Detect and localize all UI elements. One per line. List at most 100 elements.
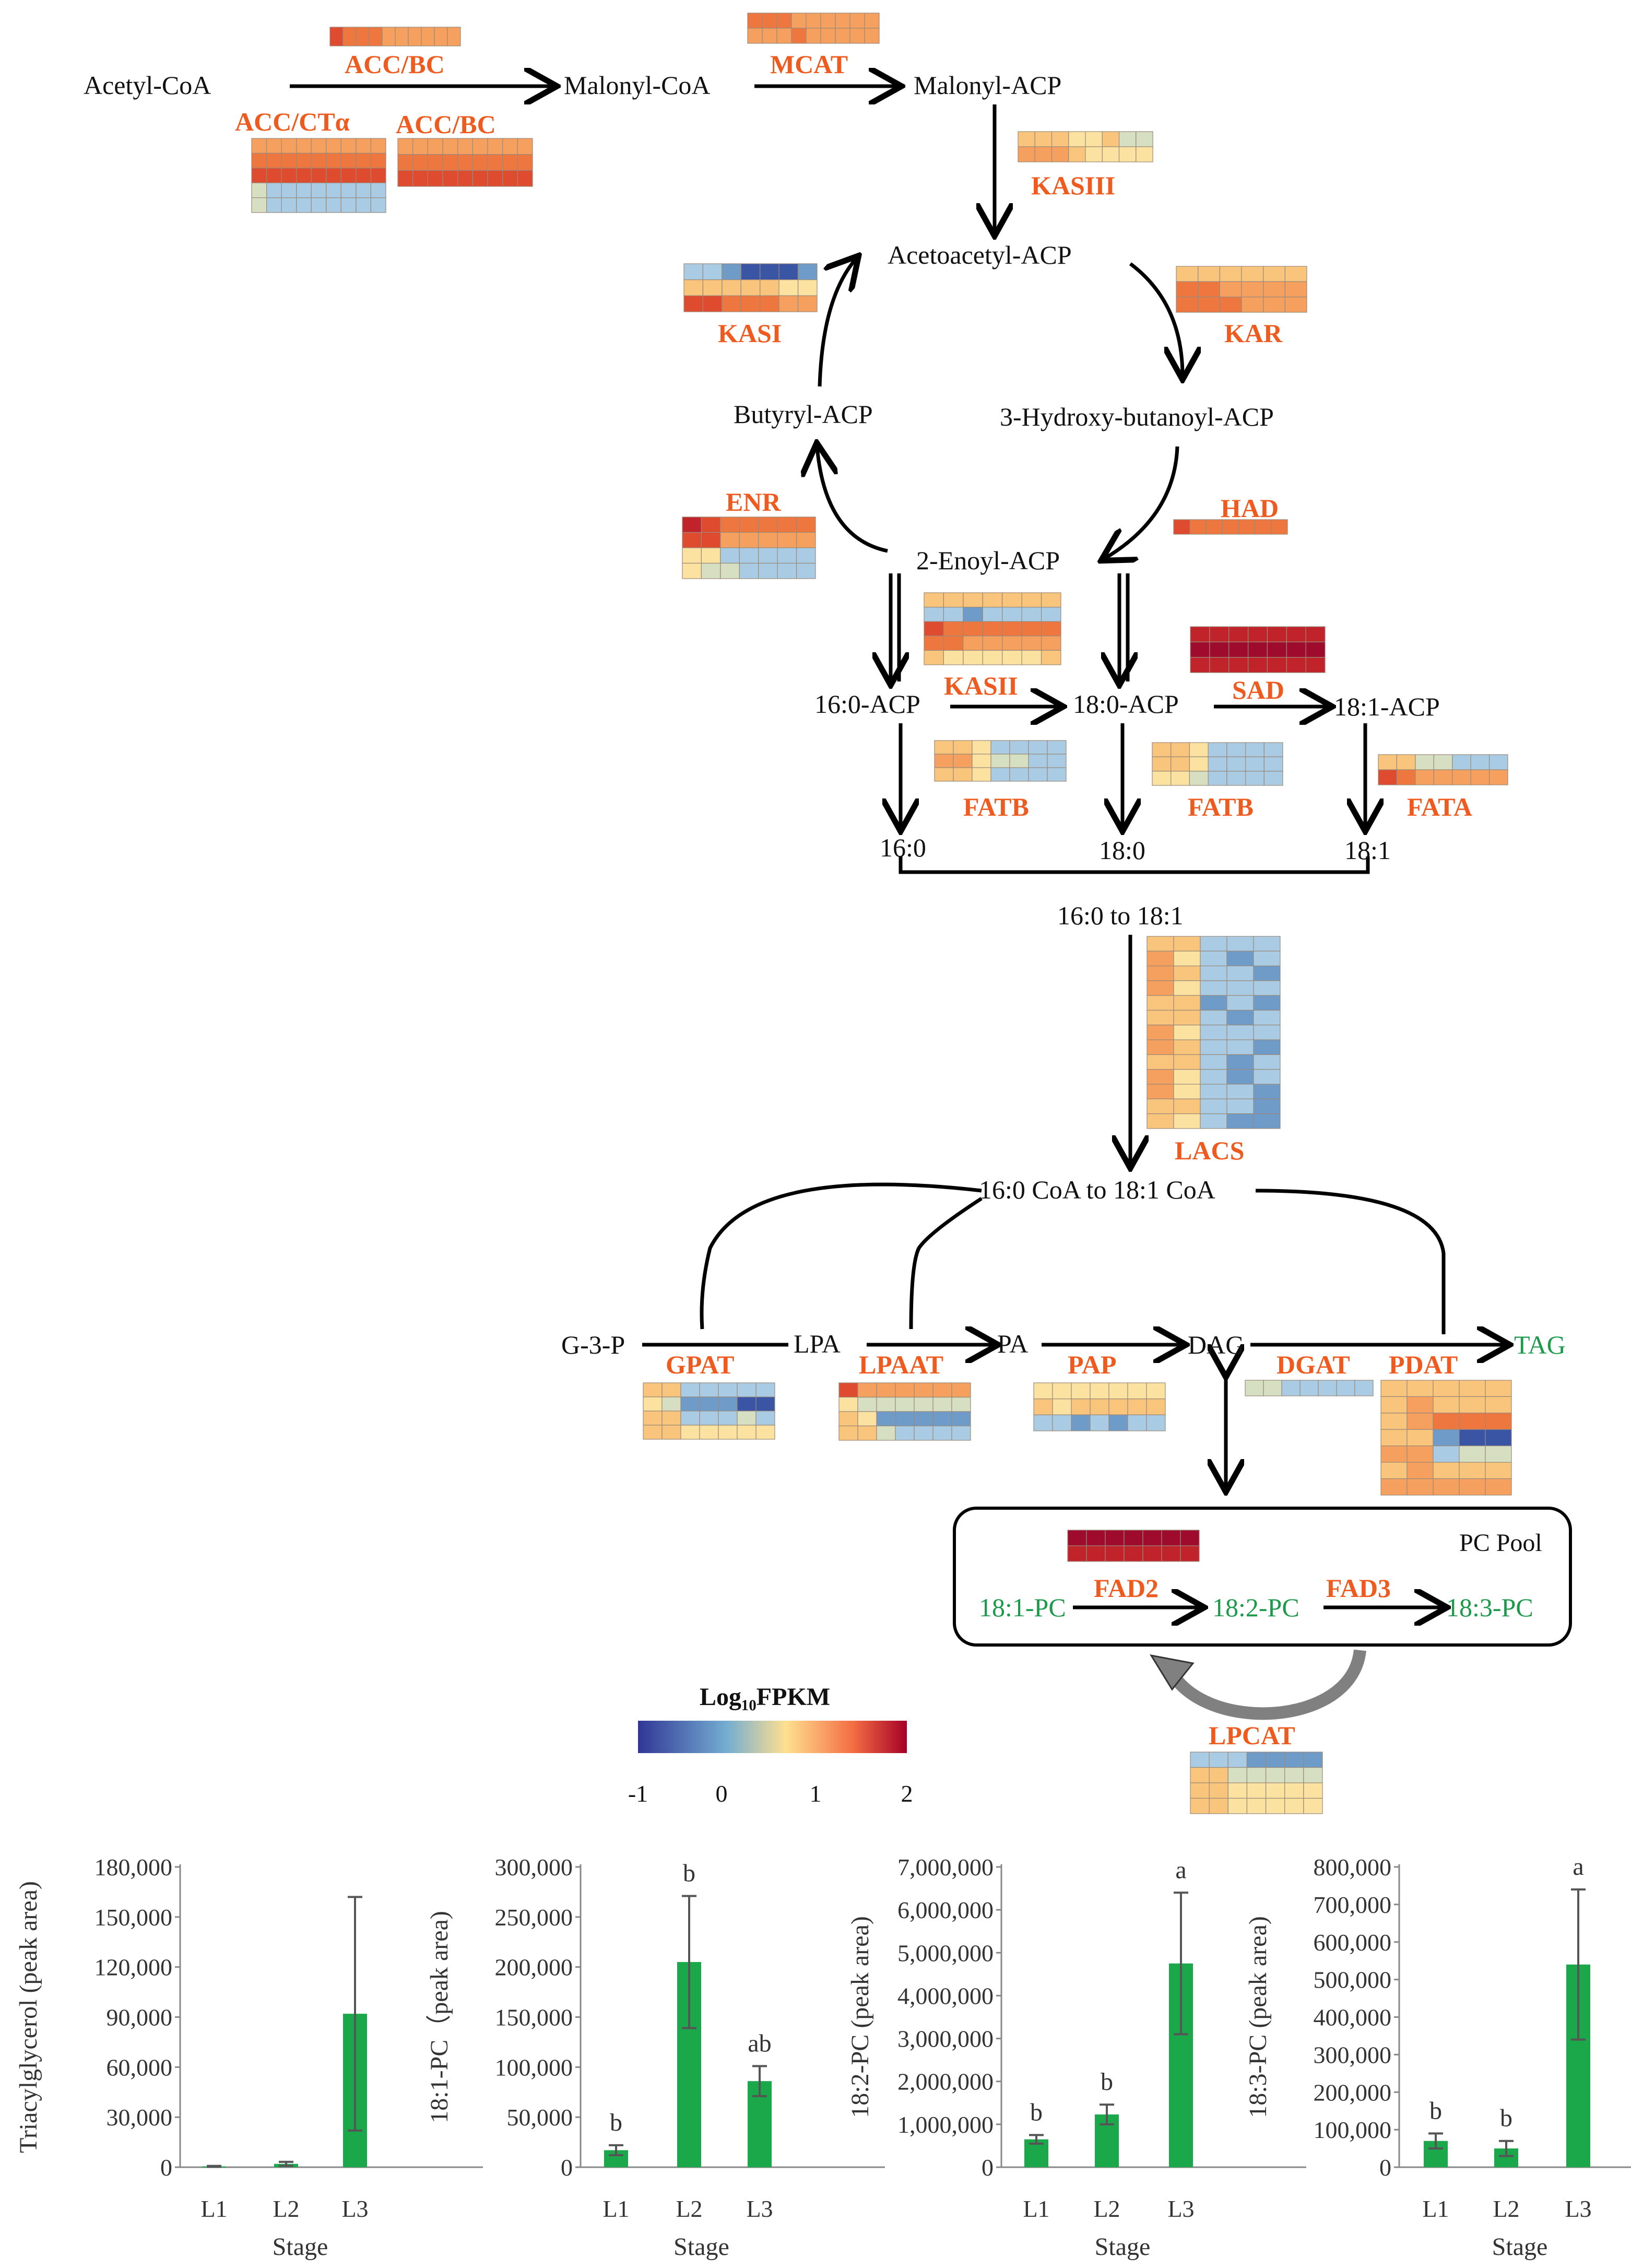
heatmap-cell: [447, 27, 461, 46]
heatmap-cell: [924, 636, 944, 651]
heatmap-cell: [820, 28, 836, 44]
legend-title: Log₁₀FPKM: [700, 1683, 830, 1711]
heatmap-cell: [1051, 146, 1069, 162]
significance-letter: a: [1175, 1856, 1186, 1884]
heatmap-cell: [311, 197, 327, 213]
heatmap-cell: [427, 170, 443, 187]
heatmap-cell: [643, 1396, 663, 1412]
heatmap-cell: [329, 27, 344, 46]
heatmap-cell: [370, 197, 386, 213]
x-tick-label: L3: [1565, 2195, 1591, 2222]
heatmap-cell: [370, 138, 386, 154]
heatmap-cell: [1209, 1797, 1228, 1814]
heatmap-cell: [1208, 742, 1227, 757]
expression-heatmaps: [251, 13, 1512, 1814]
heatmap-cell: [1253, 1113, 1281, 1129]
heatmap-cell: [1284, 1752, 1304, 1768]
significance-letter: b: [1429, 2097, 1442, 2124]
heatmap-cell: [680, 1396, 700, 1412]
heatmap-cell: [1200, 950, 1227, 967]
heatmap-cell: [1018, 131, 1035, 147]
heatmap-cell: [1105, 1545, 1125, 1562]
heatmap-cell: [1190, 657, 1210, 673]
heatmap-cell: [777, 532, 797, 548]
label-18-0-acp: 18:0-ACP: [1073, 689, 1179, 719]
heatmap-cell: [924, 621, 944, 637]
heatmap-cell: [1248, 641, 1268, 658]
heatmap-cell: [951, 1382, 971, 1398]
heatmap-cell: [1071, 1399, 1091, 1415]
heatmap-cell: [1021, 636, 1042, 651]
label-18-1-pc: 18:1-PC: [979, 1593, 1066, 1622]
enzyme-labels: ACC/BC MCAT ACC/CTα ACC/BC KASIII KASI K…: [235, 50, 1472, 1750]
heatmap-cell: [1459, 1380, 1486, 1397]
heatmap-cell: [1067, 1545, 1087, 1562]
significance-letter: b: [1030, 2098, 1043, 2126]
heatmap-pap: [1033, 1382, 1166, 1431]
heatmap-cell: [1108, 1399, 1128, 1415]
heatmap-cell: [1263, 1380, 1282, 1396]
heatmap-cell: [876, 1425, 896, 1441]
heatmap-cell: [326, 138, 341, 154]
label-18-1-acp: 18:1-ACP: [1334, 692, 1440, 721]
heatmap-cell: [1147, 1025, 1174, 1040]
heatmap-cell: [382, 27, 396, 46]
heatmap-cell: [737, 1411, 757, 1426]
heatmap-kasiii: [1018, 131, 1153, 162]
heatmap-cell: [739, 532, 759, 548]
heatmap-cell: [1253, 1025, 1281, 1040]
heatmap-cell: [1407, 1446, 1434, 1463]
heatmap-cell: [1226, 1039, 1254, 1055]
heatmap-cell: [755, 1411, 775, 1426]
heatmap-cell: [699, 1411, 719, 1426]
heatmap-cell: [722, 263, 741, 280]
heatmap-cell: [1147, 1054, 1174, 1070]
label-18-3-pc: 18:3-PC: [1446, 1593, 1533, 1622]
heatmap-cell: [1226, 1098, 1254, 1114]
heatmap-cell: [699, 1382, 719, 1397]
heatmap-cell: [1085, 146, 1103, 162]
heatmap-cell: [701, 516, 721, 533]
heatmap-cell: [755, 1425, 775, 1440]
heatmap-cell: [1407, 1462, 1434, 1479]
heatmap-cell: [1152, 756, 1172, 772]
heatmap-cell: [356, 182, 372, 198]
enzyme-enr: ENR: [726, 487, 781, 516]
heatmap-cell: [1152, 742, 1172, 757]
y-tick-label: 400,000: [1314, 2004, 1392, 2031]
x-tick-label: L1: [200, 2195, 227, 2222]
heatmap-cell: [1200, 1039, 1227, 1055]
heatmap-cell: [1286, 657, 1306, 673]
y-axis-title: 18:1-PC（peak area): [426, 1911, 453, 2123]
heatmap-cell: [1433, 1462, 1460, 1479]
heatmap-cell: [835, 28, 850, 44]
heatmap-cell: [311, 152, 327, 169]
heatmap-cell: [1336, 1380, 1355, 1396]
heatmap-cell: [951, 1425, 971, 1441]
label-18-1: 18:1: [1344, 836, 1391, 865]
heatmap-cell: [1246, 1767, 1267, 1783]
heatmap-cell: [1028, 754, 1048, 768]
heatmap-cell: [1245, 1380, 1264, 1396]
heatmap-fata: [1378, 754, 1508, 785]
heatmap-cell: [1173, 1009, 1201, 1026]
enzyme-lpcat: LPCAT: [1209, 1721, 1295, 1750]
heatmap-cell: [838, 1396, 858, 1412]
heatmap-cell: [701, 562, 721, 579]
heatmap-kasi: [683, 263, 818, 312]
heatmap-cell: [1176, 297, 1199, 313]
enzyme-pdat: PDAT: [1389, 1350, 1458, 1379]
heatmap-cell: [1253, 950, 1281, 967]
y-tick-label: 100,000: [1314, 2117, 1392, 2143]
heatmap-cell: [864, 28, 880, 44]
heatmap-cell: [1452, 769, 1471, 785]
heatmap-cell: [1173, 1113, 1201, 1129]
heatmap-cell: [1200, 980, 1227, 996]
heatmap-cell: [1200, 1054, 1227, 1070]
heatmap-cell: [340, 197, 357, 213]
y-tick-label: 120,000: [94, 1954, 173, 1981]
y-tick-label: 30,000: [107, 2104, 173, 2131]
heatmap-cell: [739, 516, 759, 533]
heatmap-cell: [1227, 1752, 1248, 1768]
heatmap-cell: [1227, 1797, 1248, 1814]
